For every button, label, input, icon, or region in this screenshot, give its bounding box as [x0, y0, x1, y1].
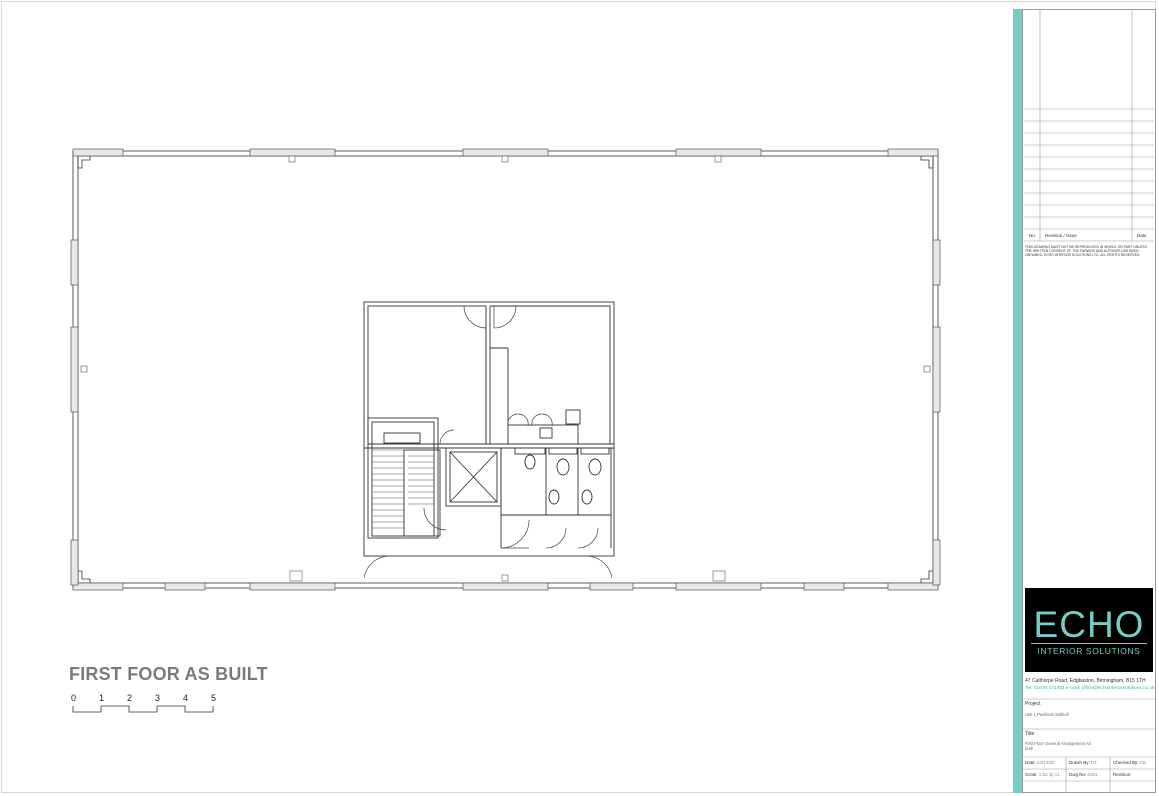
revision-col-description: Revision / Issue	[1045, 233, 1077, 238]
exterior-wall-inner	[77, 155, 934, 584]
exterior-wall-outer	[72, 150, 939, 589]
scale-bar	[72, 705, 214, 713]
dwg-no-value: 0101	[1087, 772, 1098, 777]
dwg-no-label: Dwg No:	[1069, 772, 1087, 777]
scale-label: Scale:	[1025, 772, 1038, 777]
drawn-by-label: Drawn By:	[1069, 760, 1090, 765]
date-label: Date:	[1025, 760, 1036, 765]
core	[363, 301, 615, 557]
scale-label-2: 2	[127, 693, 133, 703]
drawing-title: FIRST FOOR AS BUILT	[69, 664, 268, 684]
title-value: First Floor General Arrangement As built	[1025, 741, 1091, 751]
logo-name: ECHO	[1033, 604, 1145, 645]
title-block-grid	[1022, 9, 1156, 793]
stair-treads	[372, 449, 434, 529]
title-block	[1022, 9, 1156, 793]
logo-tagline: INTERIOR SOLUTIONS	[1037, 646, 1141, 656]
checked-by-value: CB	[1139, 760, 1147, 765]
checked-by-cell: Checked By: CB	[1113, 760, 1146, 765]
company-logo: ECHO INTERIOR SOLUTIONS	[1025, 588, 1153, 672]
copyright-notes: THIS DRAWING MUST NOT BE REPRODUCED IN W…	[1025, 245, 1147, 258]
drawn-by-cell: Drawn By: DT	[1069, 760, 1097, 765]
scale-label-3: 3	[155, 693, 161, 703]
title-label: Title	[1025, 731, 1035, 737]
door-swings	[363, 305, 613, 579]
scale-label-4: 4	[183, 693, 189, 703]
revision-cell: Revision:	[1113, 772, 1132, 777]
windows	[70, 148, 941, 591]
project-value: Unit 1 Pavilions Solihull	[1025, 712, 1069, 717]
scale-label-5: 5	[211, 693, 217, 703]
company-contact: Tel: 01676 471463 e-mail: office@echoint…	[1025, 686, 1155, 691]
scale-label-0: 0	[71, 693, 77, 703]
date-cell: Date: 24/10/20	[1025, 760, 1055, 765]
drawn-by-value: DT	[1091, 760, 1098, 765]
title-block-accent-strip	[1013, 9, 1022, 793]
logo-divider	[1031, 643, 1147, 644]
checked-by-label: Checked By:	[1113, 760, 1139, 765]
revision-col-no: No.	[1029, 233, 1037, 238]
revision-label: Revision:	[1113, 772, 1132, 777]
floor-plan	[70, 148, 941, 713]
dwg-no-cell: Dwg No: 0101	[1069, 772, 1098, 777]
scale-label-1: 1	[99, 693, 105, 703]
revision-col-date: Date	[1137, 233, 1147, 238]
project-label: Project	[1025, 701, 1041, 707]
scale-value: 1:50 @ A1	[1038, 772, 1060, 777]
company-address: 47 Calthorpe Road, Edgbaston, Birmingham…	[1025, 678, 1146, 684]
scale-cell: Scale: 1:50 @ A1	[1025, 772, 1060, 777]
date-value: 24/10/20	[1037, 760, 1055, 765]
